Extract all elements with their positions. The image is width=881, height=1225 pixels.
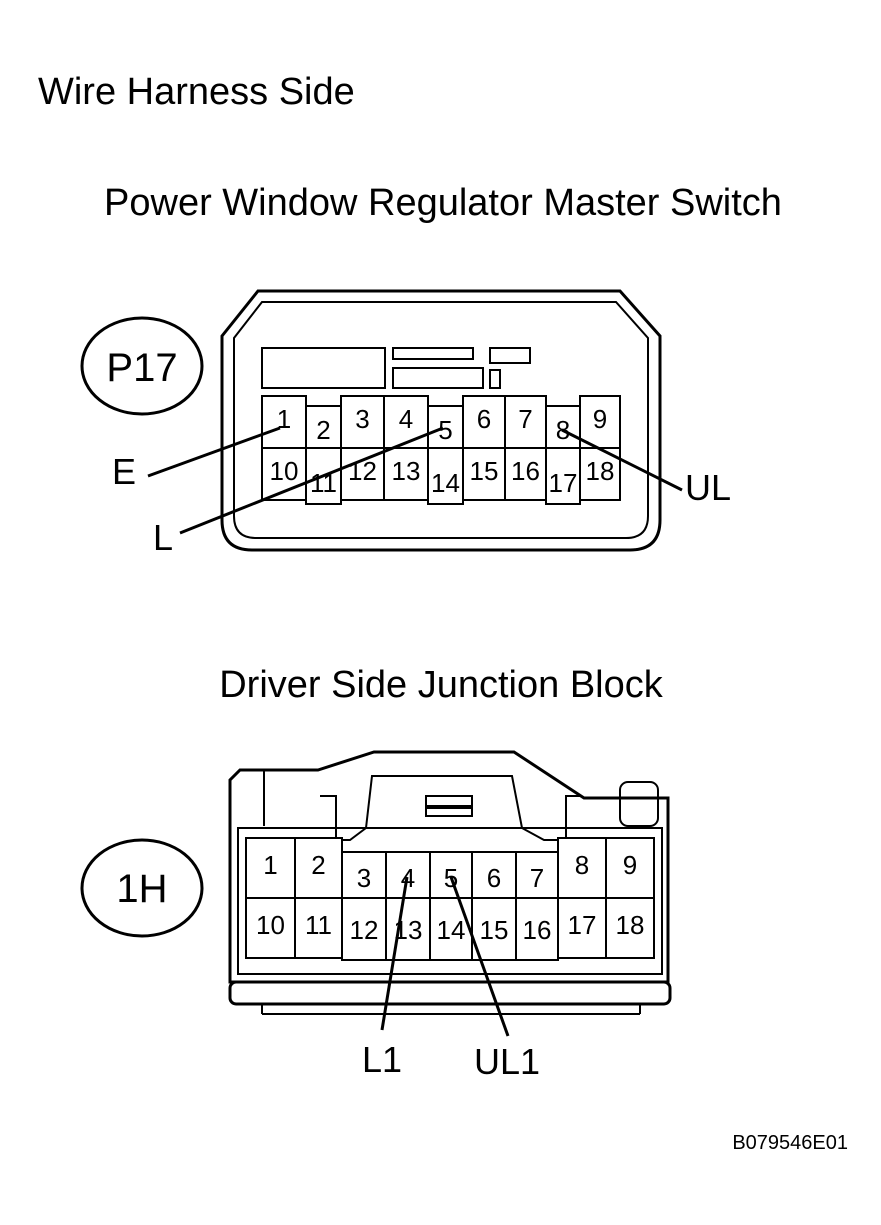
connector-p17-housing xyxy=(220,289,662,552)
lead-l xyxy=(179,426,444,535)
connector-p17-name: Power Window Regulator Master Switch xyxy=(104,182,782,224)
pin-cavity-6 xyxy=(462,395,506,449)
wire-label-ul1: UL1 xyxy=(474,1041,540,1082)
pin-number-12: 12 xyxy=(350,915,379,945)
connector-1h-id: 1H xyxy=(116,867,167,911)
pin-cavity-13 xyxy=(385,897,431,961)
connector-1h-id-badge: 1H xyxy=(80,838,204,938)
pin-number-6: 6 xyxy=(477,404,491,434)
pin-number-10: 10 xyxy=(270,456,299,486)
pin-number-1: 1 xyxy=(263,850,277,880)
pin-cavity-10 xyxy=(245,897,296,959)
wire-label-ul: UL xyxy=(685,467,731,508)
connector-p17-id-badge: P17 xyxy=(80,316,204,416)
wire-label-e: E xyxy=(112,451,136,492)
connector-p17-id: P17 xyxy=(106,346,177,390)
pin-cavity-15 xyxy=(462,447,506,501)
connector-p17-leads xyxy=(147,426,683,535)
pin-cavity-3 xyxy=(341,851,387,899)
pin-number-16: 16 xyxy=(523,915,552,945)
pin-cavity-11 xyxy=(294,897,343,959)
lead-ul xyxy=(561,428,683,492)
pin-cavity-17 xyxy=(545,447,581,505)
lead-ul1 xyxy=(449,876,510,1037)
pin-cavity-14 xyxy=(427,447,464,505)
pin-cavity-18 xyxy=(605,897,655,959)
pin-cavity-2 xyxy=(294,837,343,899)
pin-number-3: 3 xyxy=(357,863,371,893)
pin-number-11: 11 xyxy=(305,910,332,940)
pin-number-1: 1 xyxy=(277,404,291,434)
pin-number-10: 10 xyxy=(256,910,285,940)
pin-number-7: 7 xyxy=(530,863,544,893)
pin-number-2: 2 xyxy=(311,850,325,880)
pin-number-3: 3 xyxy=(355,404,369,434)
pin-number-17: 17 xyxy=(568,910,597,940)
pin-number-8: 8 xyxy=(575,850,589,880)
pin-cavity-16 xyxy=(504,447,547,501)
pin-number-13: 13 xyxy=(392,456,421,486)
pin-number-18: 18 xyxy=(586,456,615,486)
pin-number-4: 4 xyxy=(399,404,413,434)
pin-number-15: 15 xyxy=(480,915,509,945)
pin-number-6: 6 xyxy=(487,863,501,893)
pin-cavity-8 xyxy=(545,405,581,449)
pin-number-2: 2 xyxy=(316,415,330,445)
pin-number-5: 5 xyxy=(438,415,452,445)
pin-cavity-12 xyxy=(340,447,385,501)
pin-number-14: 14 xyxy=(431,468,460,498)
reference-code: B079546E01 xyxy=(732,1132,848,1154)
lead-e xyxy=(147,426,281,478)
pin-number-16: 16 xyxy=(511,456,540,486)
connector-1h-housing xyxy=(228,750,672,1015)
lead-l1 xyxy=(380,876,409,1031)
pin-cavity-12 xyxy=(341,897,387,961)
pin-number-17: 17 xyxy=(549,468,578,498)
pin-number-9: 9 xyxy=(623,850,637,880)
pin-number-15: 15 xyxy=(470,456,499,486)
wire-label-l1: L1 xyxy=(362,1039,402,1080)
pin-number-9: 9 xyxy=(593,404,607,434)
connector-1h-name: Driver Side Junction Block xyxy=(219,664,664,706)
wire-label-l: L xyxy=(153,517,173,558)
page-title: Wire Harness Side xyxy=(38,71,355,113)
pin-cavity-13 xyxy=(383,447,429,501)
pin-number-7: 7 xyxy=(518,404,532,434)
connector-1h-leads xyxy=(380,876,510,1037)
pin-number-14: 14 xyxy=(437,915,466,945)
pin-number-18: 18 xyxy=(616,910,645,940)
